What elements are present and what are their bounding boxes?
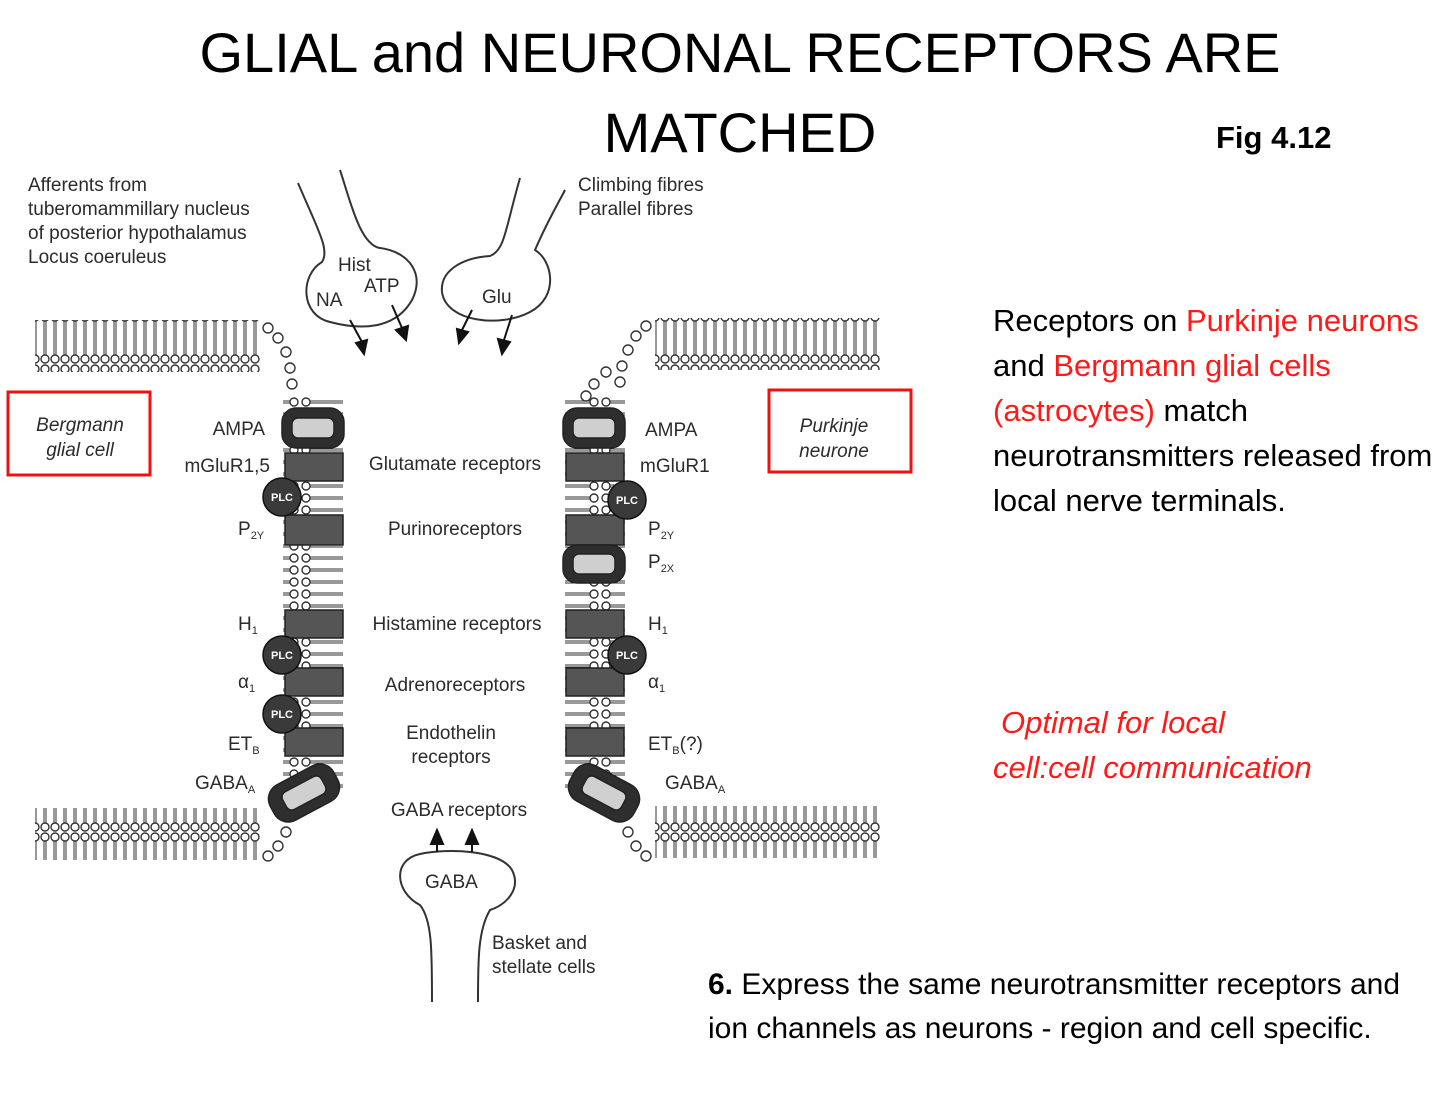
point-6-text: Express the same neurotransmitter recept…: [708, 968, 1401, 1045]
membrane-bottom-right: [655, 806, 880, 858]
page-title-line1: GLIAL and NEURONAL RECEPTORS ARE: [199, 21, 1281, 84]
right-alpha1: α1: [648, 672, 665, 695]
center-purino: Purinoreceptors: [388, 519, 522, 540]
right-gabaa: GABAA: [665, 773, 726, 796]
purkinje-box: [767, 388, 913, 474]
svg-text:PLC: PLC: [616, 495, 638, 507]
right-h1: H1: [648, 614, 668, 637]
left-gabaa: GABAA: [195, 773, 256, 796]
optimal-note: Optimal for local cell:cell communication: [993, 700, 1312, 790]
desc-purkinje: Purkinje neurons: [1186, 303, 1419, 338]
afferents-3: of posterior hypothalamus: [28, 223, 247, 244]
afferents-2: tuberomammillary nucleus: [28, 199, 250, 220]
left-p2y: P2Y: [238, 519, 265, 542]
right-p2y: P2Y: [648, 519, 675, 542]
afferents-4: Locus coeruleus: [28, 247, 166, 268]
right-receptors: [562, 407, 641, 823]
bergmann-label-1: Bergmann: [36, 415, 124, 436]
left-h1: H1: [238, 614, 258, 637]
right-p2x: P2X: [648, 552, 675, 575]
terminal-atp: ATP: [364, 276, 400, 297]
purkinje-label-2: neurone: [799, 441, 869, 462]
center-endothelin-2: receptors: [411, 747, 490, 768]
climbing-2: Parallel fibres: [578, 199, 693, 220]
center-adreno: Adrenoreceptors: [385, 675, 525, 696]
optimal-line2: cell:cell communication: [993, 750, 1312, 785]
desc-part2: and: [993, 348, 1054, 383]
right-ampa: AMPA: [645, 420, 698, 441]
receptor-description: Receptors on Purkinje neurons and Bergma…: [993, 298, 1433, 523]
svg-text:PLC: PLC: [616, 650, 638, 662]
basket-2: stellate cells: [492, 957, 596, 978]
climbing-1: Climbing fibres: [578, 175, 704, 196]
membrane-top-left: [35, 320, 260, 372]
point-6-number: 6.: [708, 968, 734, 1001]
desc-bergmann: Bergmann glial cells (astrocytes): [993, 348, 1331, 428]
svg-text:PLC: PLC: [271, 650, 293, 662]
center-endothelin-1: Endothelin: [406, 723, 496, 744]
membrane-top-right: [655, 318, 880, 370]
plc-icons: PLC PLC PLC PLC PLC: [262, 477, 647, 734]
page-title-line2: MATCHED: [603, 101, 877, 164]
right-mglur: mGluR1: [640, 456, 710, 477]
membrane-curve-right-top: [580, 320, 652, 402]
nerve-terminals: [297, 169, 566, 1003]
desc-part3: match neurotransmitters released from lo…: [993, 393, 1433, 518]
terminal-glu: Glu: [482, 287, 512, 308]
svg-text:PLC: PLC: [271, 709, 293, 721]
center-histamine: Histamine receptors: [373, 614, 542, 635]
svg-text:PLC: PLC: [271, 492, 293, 504]
membrane-bottom-left: [35, 808, 260, 860]
desc-part1: Receptors on: [993, 303, 1186, 338]
left-mglur: mGluR1,5: [184, 456, 270, 477]
center-glutamate: Glutamate receptors: [369, 454, 541, 475]
optimal-line1: Optimal for local: [1001, 705, 1225, 740]
center-gaba: GABA receptors: [391, 800, 527, 821]
release-arrows: [349, 304, 513, 852]
bergmann-label-2: glial cell: [46, 440, 114, 461]
terminal-hist: Hist: [338, 255, 371, 276]
purkinje-label-1: Purkinje: [800, 416, 869, 437]
left-alpha1: α1: [238, 672, 255, 695]
terminal-na: NA: [316, 290, 343, 311]
bergmann-box: [6, 390, 152, 477]
figure-number: Fig 4.12: [1216, 120, 1332, 155]
right-etb: ETB(?): [648, 734, 703, 757]
afferents-1: Afferents from: [28, 175, 147, 196]
point-6: 6. Express the same neurotransmitter rec…: [708, 963, 1433, 1051]
basket-1: Basket and: [492, 933, 587, 954]
membrane-curve-left-top: [262, 322, 298, 390]
left-ampa: AMPA: [213, 419, 266, 440]
left-etb: ETB: [228, 734, 260, 757]
terminal-gaba: GABA: [425, 872, 478, 893]
left-receptors: [267, 407, 345, 823]
